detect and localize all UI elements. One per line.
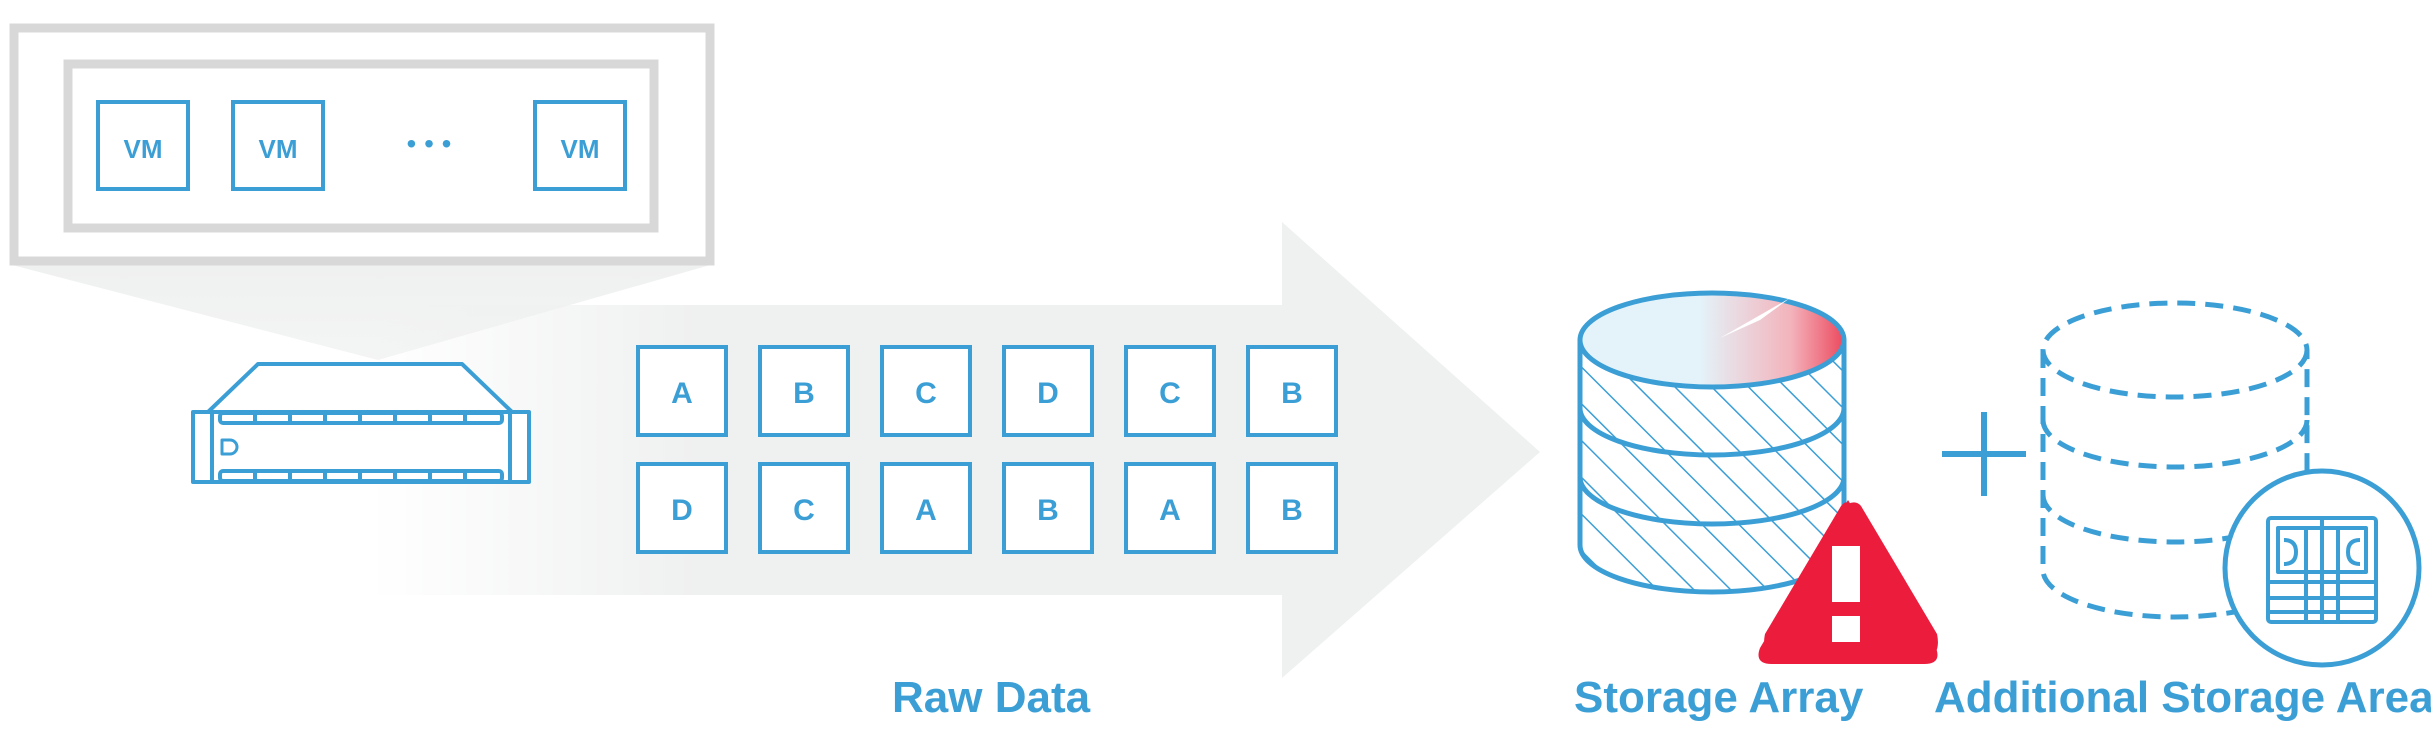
data-block: C (1124, 345, 1216, 437)
vm-label: VM (124, 134, 163, 164)
data-block: A (636, 345, 728, 437)
data-block-label: B (1281, 494, 1303, 527)
storage-array-top (1577, 290, 1847, 390)
data-block-label: A (915, 494, 937, 527)
raw-data-row-1: A B C D C B (636, 345, 1338, 437)
data-block-label: A (1159, 494, 1181, 527)
rack-server-icon (191, 362, 531, 484)
data-block: B (758, 345, 850, 437)
data-block-label: B (1037, 494, 1059, 527)
data-block-label: C (915, 377, 937, 410)
storage-array-caption: Storage Array (1574, 673, 1864, 722)
data-block-label: B (1281, 377, 1303, 410)
data-block: B (1246, 462, 1338, 554)
additional-storage-caption: Additional Storage Area (1934, 673, 2431, 722)
vm-label: VM (561, 134, 600, 164)
alert-triangle-icon (1758, 500, 1938, 664)
data-block: A (1124, 462, 1216, 554)
storage-array-icon (1577, 290, 1847, 595)
vm-box: VM (533, 100, 627, 191)
vm-panel: VM VM • • • VM (9, 23, 715, 266)
raw-data-caption: Raw Data (892, 673, 1091, 722)
data-block: C (758, 462, 850, 554)
plus-icon (1942, 412, 2026, 496)
vm-box: VM (231, 100, 325, 191)
data-block: D (1002, 345, 1094, 437)
vm-label: VM (259, 134, 298, 164)
data-block-label: D (1037, 377, 1059, 410)
raw-data-arrow (370, 222, 1540, 678)
data-block-label: D (671, 494, 693, 527)
data-block-label: C (793, 494, 815, 527)
data-block-label: B (793, 377, 815, 410)
money-icon (2222, 468, 2422, 668)
data-block: B (1246, 345, 1338, 437)
vm-box: VM (96, 100, 190, 191)
vm-ellipsis: • • • (407, 128, 452, 159)
data-block: C (880, 345, 972, 437)
data-block: D (636, 462, 728, 554)
data-block: B (1002, 462, 1094, 554)
data-block-label: A (671, 377, 693, 410)
data-block-label: C (1159, 377, 1181, 410)
data-block: A (880, 462, 972, 554)
zoom-projection (12, 265, 710, 360)
raw-data-row-2: D C A B A B (636, 462, 1338, 554)
